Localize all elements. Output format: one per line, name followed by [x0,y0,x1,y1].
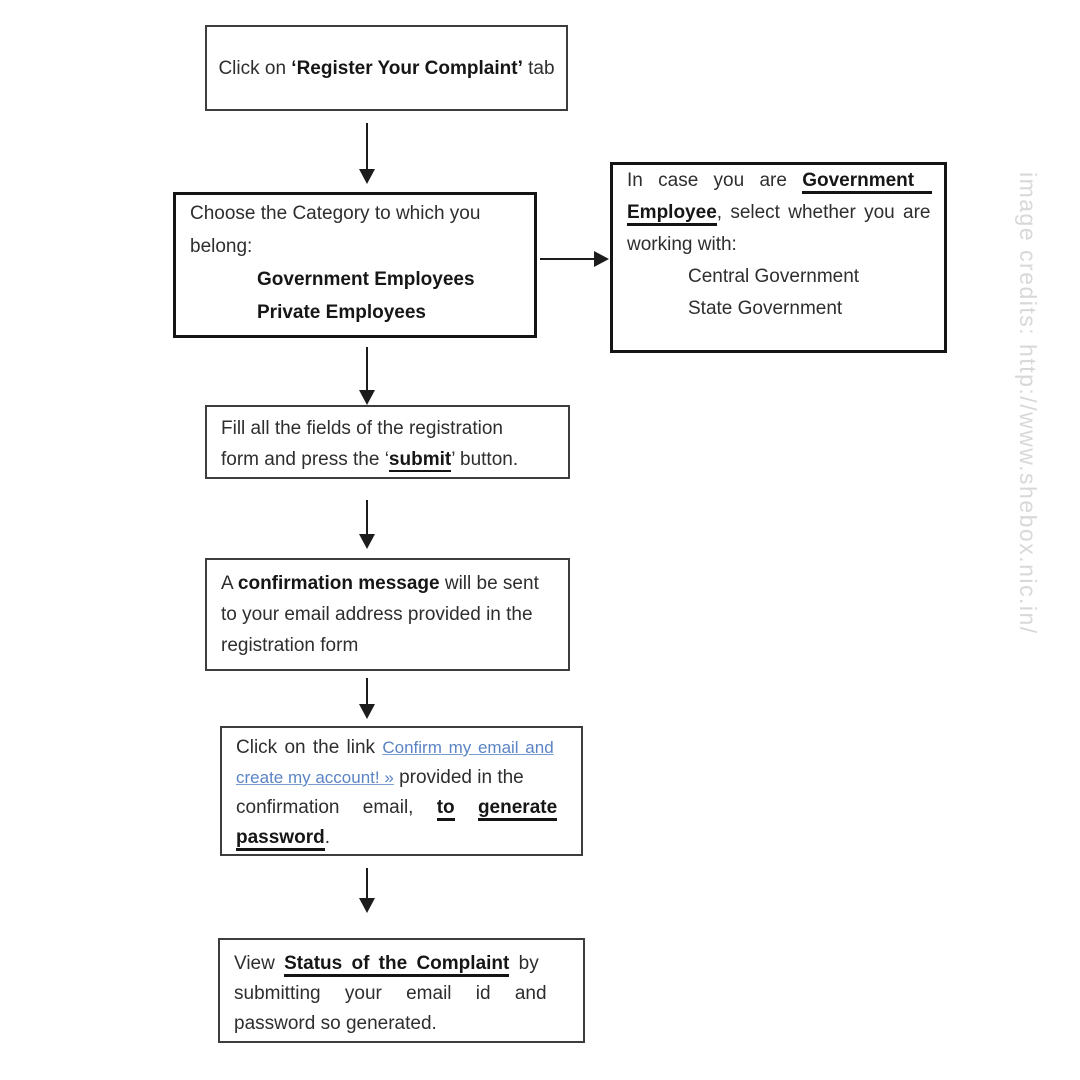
step6-line1-pre: View [234,953,285,974]
step4-line1-post: will be sent [439,573,539,594]
note-line1-emph: Government [802,170,933,194]
step5-line1: Click on the link Confirm my email and [236,733,567,763]
note-line1: In case you are Government [627,165,933,197]
step6-status-emph: Status of the Complaint [284,953,510,977]
step5-password-emph: password [236,827,325,851]
step5-box: Click on the link Confirm my email and c… [220,726,583,856]
step5-line3-pre: confirmation email, [236,797,414,818]
step3-line2-pre: form and press the ‘ [221,449,389,470]
note-line2-post: , select whether you are [716,202,931,223]
note-line3: working with: [627,234,737,255]
confirm-email-link-part2[interactable]: create my account! » [236,768,394,787]
step1-text-bold: ‘Register Your Complaint’ [291,57,523,79]
step5-line2: create my account! » provided in the [236,763,567,793]
step4-line1-pre: A [221,573,238,594]
step3-submit-emph: submit [388,449,452,472]
step5-line4-post: . [324,827,330,848]
step4-line1: A confirmation message will be sent [221,568,554,599]
step6-line2: submitting your email id and [234,983,547,1004]
step2-line1: Choose the Category to which you [190,203,481,224]
step2-option-private-employees: Private Employees [257,302,426,323]
arrow-down-3-line [366,500,368,536]
step6-box: View Status of the Complaint by submitti… [218,938,585,1043]
step5-generate-emph: generate [477,797,558,821]
note-line2: Employee, select whether you are [627,197,930,229]
arrow-right-line [540,258,596,260]
step5-line4: password. [236,823,567,853]
arrow-down-2-head [359,390,375,405]
arrow-down-5-head [359,898,375,913]
arrow-down-4-line [366,678,368,706]
step6-line1: View Status of the Complaint by [234,949,569,979]
image-credits-watermark: image credits: http://www.shebox.nic.in/ [1015,172,1041,635]
step6-line3: password so generated. [234,1013,437,1034]
step4-confirmation-bold: confirmation message [237,573,440,594]
step2-option-government-employees: Government Employees [257,269,475,290]
step1-text-post: tab [522,57,555,79]
step5-line1-pre: Click on the link [236,737,383,758]
arrow-down-4-head [359,704,375,719]
step5-line3: confirmation email, to generate [236,793,567,823]
step2-line2: belong: [190,236,253,257]
arrow-down-1-head [359,169,375,184]
step4-line2: to your email address provided in the [221,604,533,625]
confirm-email-link-part1[interactable]: Confirm my email and [382,738,554,757]
note-option-state-government: State Government [688,298,843,319]
arrow-down-1-line [366,123,368,170]
step3-line2-post: ’ button. [451,449,519,470]
step3-box: Fill all the fields of the registration … [205,405,570,479]
step5-line2-post: provided in the [393,767,524,788]
arrow-right-head [594,251,609,267]
step1-box: Click on ‘Register Your Complaint’ tab [205,25,568,111]
step3-line2: form and press the ‘submit’ button. [221,444,554,475]
step3-line1: Fill all the fields of the registration [221,418,503,439]
step5-to-emph: to [436,797,455,821]
step1-text-pre: Click on [218,57,292,79]
note-line1-pre: In case you are [627,170,803,191]
step6-line1-post: by [509,953,539,974]
arrow-down-2-line [366,347,368,391]
note-line2-emph: Employee [627,202,717,226]
note-option-central-government: Central Government [688,266,860,287]
arrow-down-5-line [366,868,368,900]
arrow-down-3-head [359,534,375,549]
step4-box: A confirmation message will be sent to y… [205,558,570,671]
step2-box: Choose the Category to which you belong:… [173,192,537,338]
step1-text: Click on ‘Register Your Complaint’ tab [218,53,554,84]
step4-line3: registration form [221,635,359,656]
government-employee-note-box: In case you are Government Employee, sel… [610,162,947,353]
